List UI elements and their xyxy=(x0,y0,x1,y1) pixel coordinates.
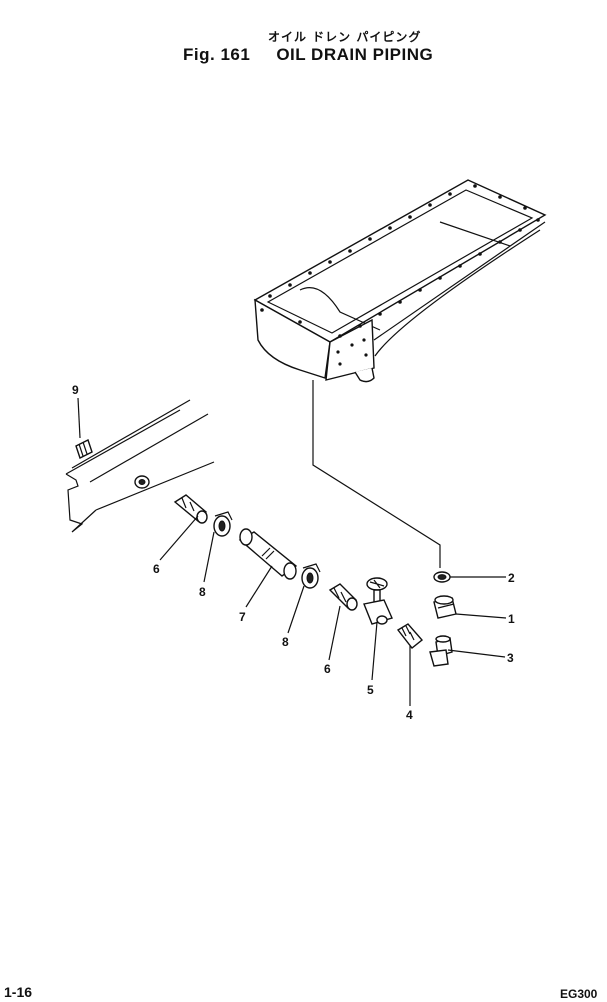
title-japanese: オイル ドレン パイピング xyxy=(268,30,422,44)
leader-lines xyxy=(77,397,507,706)
part-7-hose xyxy=(238,528,298,580)
callout-2: 2 xyxy=(508,571,515,585)
callout-1: 1 xyxy=(508,612,515,626)
callout-5: 5 xyxy=(367,683,374,697)
callout-6-right: 6 xyxy=(324,662,331,676)
part-9-plug xyxy=(75,439,93,459)
model-code: EG300 xyxy=(560,987,598,1001)
callout-3: 3 xyxy=(507,651,514,665)
callout-8-left: 8 xyxy=(199,585,206,599)
part-6-nipple-left xyxy=(173,494,208,524)
page-number: 1-16 xyxy=(4,984,33,1000)
callout-8-right: 8 xyxy=(282,635,289,649)
part-2-washer xyxy=(433,571,451,583)
figure-title-english: OIL DRAIN PIPING xyxy=(276,45,434,64)
figure-number: Fig. 161 xyxy=(183,45,251,64)
callout-6-left: 6 xyxy=(153,562,160,576)
part-8-clamp-right xyxy=(301,563,321,589)
part-4-nipple xyxy=(396,623,424,649)
part-5-drain-valve xyxy=(363,577,393,625)
callout-4: 4 xyxy=(406,708,413,722)
frame-rail xyxy=(65,399,215,533)
part-1-plug xyxy=(433,595,457,619)
callout-9: 9 xyxy=(72,383,79,397)
callout-7: 7 xyxy=(239,610,246,624)
part-6-nipple-right xyxy=(328,583,358,611)
oil-pan xyxy=(253,179,547,383)
part-8-clamp-left xyxy=(213,511,233,537)
part-3-elbow xyxy=(429,635,453,667)
figure-title: Fig. 161 OIL DRAIN PIPING xyxy=(183,45,433,65)
leader-pan-to-part-2 xyxy=(312,380,441,568)
